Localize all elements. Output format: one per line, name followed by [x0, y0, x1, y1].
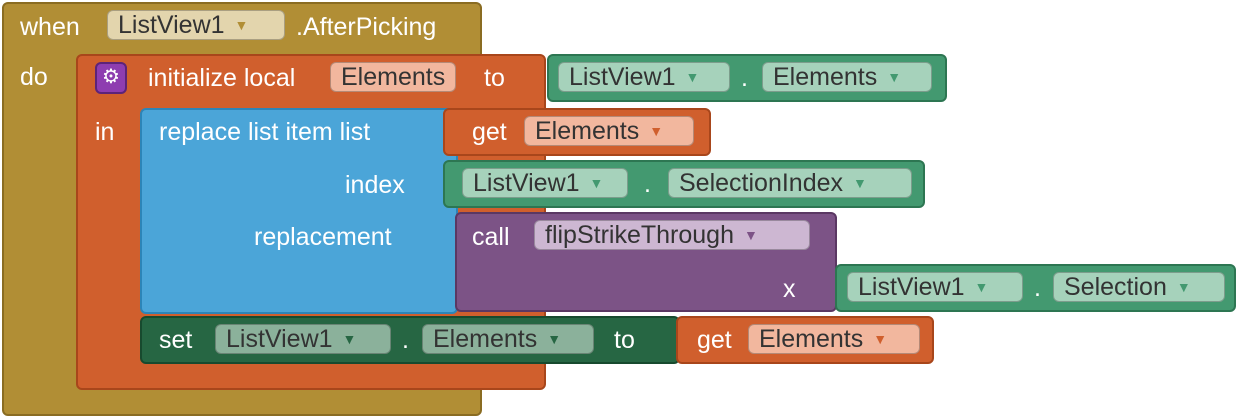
- replacement-label: replacement: [254, 223, 392, 251]
- set-get-label: get: [697, 326, 732, 354]
- call-label: call: [472, 223, 510, 251]
- replace-list-item-block[interactable]: [140, 108, 458, 314]
- set-component-value: ListView1: [226, 325, 333, 353]
- set-get-var-dropdown[interactable]: Elements ▼: [748, 324, 920, 354]
- dropdown-arrow-icon: ▼: [1176, 279, 1191, 295]
- dropdown-arrow-icon: ▼: [649, 123, 664, 139]
- dropdown-arrow-icon: ▼: [342, 331, 357, 347]
- arg-x-label: x: [783, 275, 796, 303]
- arg-component-dropdown[interactable]: ListView1 ▼: [847, 272, 1023, 302]
- arg-property-value: Selection: [1064, 273, 1167, 301]
- event-component-value: ListView1: [118, 11, 225, 39]
- getter-dot: .: [741, 64, 748, 92]
- in-label: in: [95, 118, 115, 146]
- set-property-dropdown[interactable]: Elements ▼: [422, 324, 594, 354]
- gear-icon[interactable]: ⚙: [95, 62, 127, 94]
- initialize-local-label: initialize local: [148, 64, 296, 92]
- local-var-name-value: Elements: [341, 63, 446, 91]
- get-label: get: [472, 118, 507, 146]
- dropdown-arrow-icon: ▼: [743, 227, 758, 243]
- dropdown-arrow-icon: ▼: [974, 279, 989, 295]
- when-label: when: [20, 13, 80, 41]
- do-label: do: [20, 63, 48, 91]
- index-property-dropdown[interactable]: SelectionIndex ▼: [668, 168, 912, 198]
- local-var-name-field[interactable]: Elements: [330, 62, 457, 92]
- dropdown-arrow-icon: ▼: [853, 175, 867, 191]
- set-property-value: Elements: [433, 325, 538, 353]
- index-dot: .: [644, 170, 651, 198]
- set-to-label: to: [614, 326, 635, 354]
- getter-property-value: Elements: [773, 63, 878, 91]
- init-to-label: to: [484, 64, 505, 92]
- event-component-dropdown[interactable]: ListView1 ▼: [107, 10, 285, 40]
- arg-property-dropdown[interactable]: Selection ▼: [1053, 272, 1225, 302]
- index-label: index: [345, 171, 405, 199]
- set-get-var-value: Elements: [759, 325, 864, 353]
- dropdown-arrow-icon: ▼: [873, 331, 888, 347]
- replace-list-item-label: replace list item list: [159, 118, 371, 146]
- index-component-dropdown[interactable]: ListView1 ▼: [462, 168, 628, 198]
- get-var-dropdown[interactable]: Elements ▼: [524, 116, 694, 146]
- set-label: set: [159, 326, 193, 354]
- event-name-label: .AfterPicking: [296, 13, 437, 41]
- dropdown-arrow-icon: ▼: [589, 175, 604, 191]
- arg-dot: .: [1034, 274, 1041, 302]
- getter-component-value: ListView1: [569, 63, 676, 91]
- arg-component-value: ListView1: [858, 273, 965, 301]
- dropdown-arrow-icon: ▼: [685, 69, 700, 85]
- dropdown-arrow-icon: ▼: [887, 69, 902, 85]
- procedure-value: flipStrikeThrough: [545, 221, 734, 249]
- procedure-dropdown[interactable]: flipStrikeThrough ▼: [534, 220, 810, 250]
- getter-component-dropdown[interactable]: ListView1 ▼: [558, 62, 730, 92]
- set-dot: .: [402, 326, 409, 354]
- dropdown-arrow-icon: ▼: [547, 331, 562, 347]
- index-component-value: ListView1: [473, 169, 580, 197]
- get-var-value: Elements: [535, 117, 640, 145]
- set-component-dropdown[interactable]: ListView1 ▼: [215, 324, 391, 354]
- dropdown-arrow-icon: ▼: [234, 17, 249, 33]
- index-property-value: SelectionIndex: [679, 169, 844, 197]
- getter-property-dropdown[interactable]: Elements ▼: [762, 62, 932, 92]
